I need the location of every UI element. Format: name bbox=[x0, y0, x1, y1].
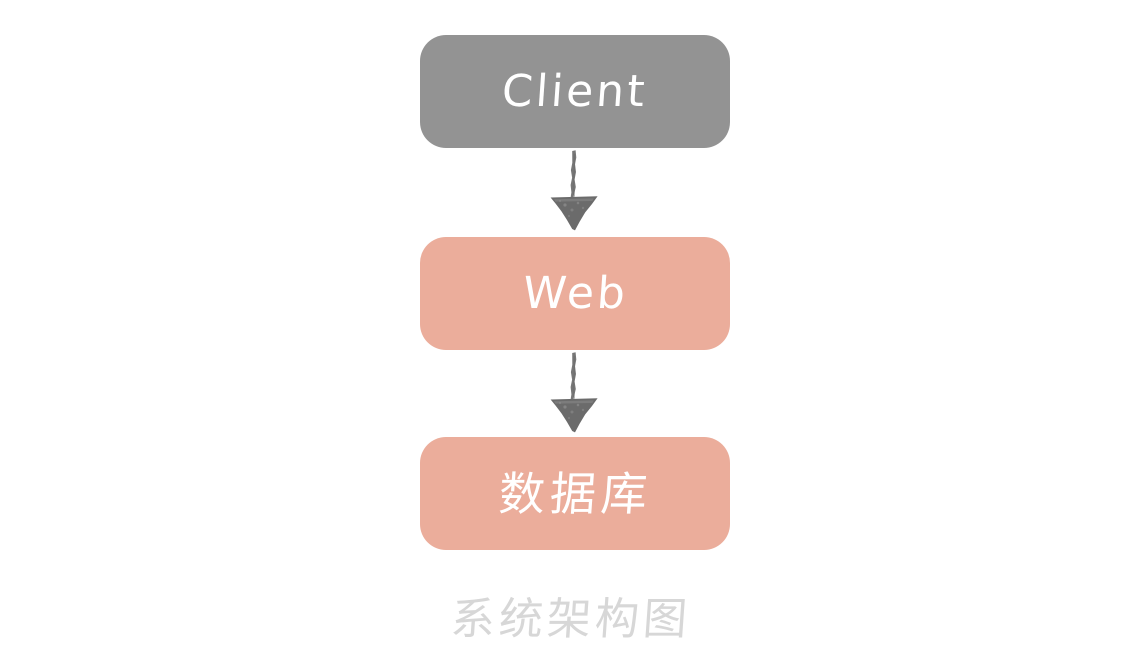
diagram-caption: 系统架构图 bbox=[449, 594, 693, 645]
node-web-label: Web bbox=[520, 267, 630, 319]
node-database-label: 数据库 bbox=[496, 466, 654, 521]
node-web[interactable]: Web bbox=[420, 237, 730, 350]
node-database[interactable]: 数据库 bbox=[420, 437, 730, 550]
node-client-label: Client bbox=[500, 65, 650, 117]
node-client[interactable]: Client bbox=[420, 35, 730, 148]
arrow-client-to-web bbox=[548, 148, 600, 238]
arrow-web-to-database bbox=[548, 350, 600, 440]
